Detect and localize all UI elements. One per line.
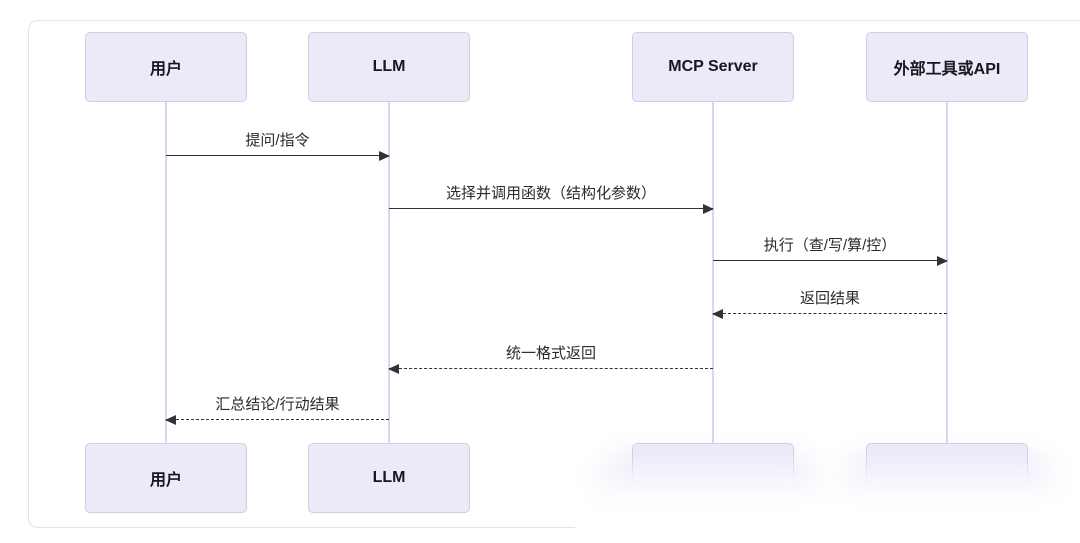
message-label: 汇总结论/行动结果	[215, 396, 340, 413]
message-label: 选择并调用函数（结构化参数）	[445, 185, 657, 202]
actor-box-user-bottom: 用户	[85, 443, 247, 513]
actor-label: 用户	[149, 472, 182, 489]
arrowhead-right-icon	[937, 255, 948, 266]
arrow-line	[389, 208, 713, 209]
actor-box-user-top: 用户	[85, 32, 247, 102]
arrow-line	[713, 260, 947, 261]
white-blur-overlay-bottom	[598, 508, 1080, 543]
message-label: 返回结果	[799, 290, 861, 307]
arrowhead-right-icon	[703, 203, 714, 214]
arrow-line-dashed	[713, 313, 947, 314]
lifeline-user	[165, 102, 167, 443]
actor-label: LLM	[372, 58, 406, 75]
actor-box-llm-bottom: LLM	[308, 443, 470, 513]
arrow-line-dashed	[389, 368, 713, 369]
lifeline-llm	[388, 102, 390, 443]
arrow-line-dashed	[166, 419, 389, 420]
actor-label: 用户	[149, 61, 182, 78]
actor-box-external-tools-top: 外部工具或API	[866, 32, 1028, 102]
arrowhead-left-icon	[712, 308, 723, 319]
message-label: 执行（查/写/算/控）	[763, 237, 897, 254]
lifeline-external-tools	[946, 102, 948, 443]
actor-box-mcp-server-top: MCP Server	[632, 32, 794, 102]
lifeline-mcp-server	[712, 102, 714, 443]
actor-box-llm-top: LLM	[308, 32, 470, 102]
message-label: 统一格式返回	[505, 345, 597, 362]
arrowhead-left-icon	[165, 414, 176, 425]
actor-label: LLM	[372, 469, 406, 486]
arrowhead-left-icon	[388, 363, 399, 374]
actor-label: 外部工具或API	[893, 61, 1001, 78]
message-label: 提问/指令	[245, 132, 310, 149]
actor-label: MCP Server	[668, 58, 758, 75]
arrowhead-right-icon	[379, 150, 390, 161]
arrow-line	[166, 155, 389, 156]
